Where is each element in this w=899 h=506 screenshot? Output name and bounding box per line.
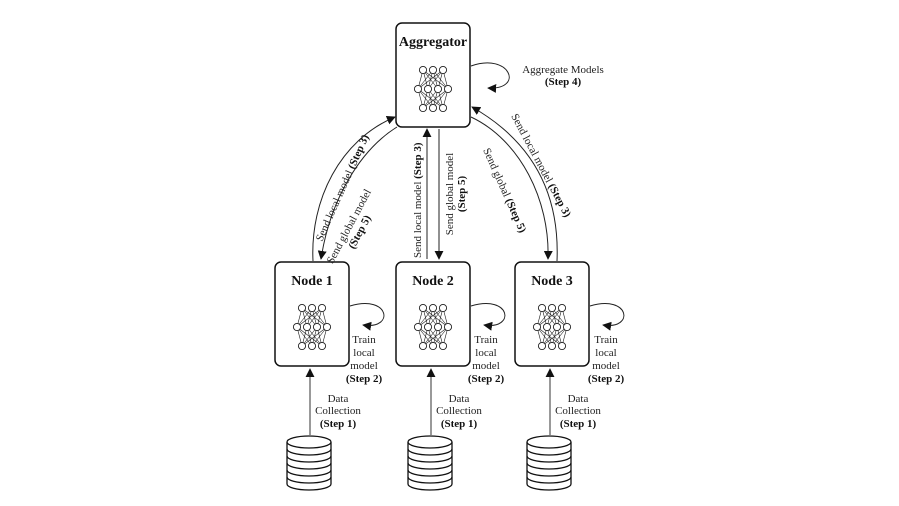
node-3-box: Node 3 [514,261,590,367]
svg-text:model: model [592,360,620,372]
train-label-3: Train local model (Step 2) [588,334,625,385]
svg-text:Train: Train [594,334,618,346]
svg-text:local: local [475,347,496,359]
node3-send-local-arrow [471,106,558,262]
train-loop-arrow-3 [589,303,625,331]
aggregator-box: Aggregator [395,22,471,128]
svg-text:model: model [472,360,500,372]
svg-text:(Step 5): (Step 5) [456,175,468,212]
data-label-1: Data Collection (Step 1) [315,393,361,430]
node-2-box: Node 2 [395,261,471,367]
node1-send-global-arrow [317,126,398,260]
svg-text:Collection: Collection [555,405,601,417]
node-3-title: Node 3 [531,274,573,289]
svg-text:Train: Train [352,334,376,346]
svg-text:Data: Data [328,393,349,405]
svg-text:local: local [595,347,616,359]
svg-text:Collection: Collection [436,405,482,417]
database-icon-1 [286,435,332,491]
svg-text:Send global model: Send global model [444,153,456,236]
node2-send-global-label: Send global model (Step 5) [444,153,468,236]
node3-send-global-label: Send global (Step 5) [480,146,528,235]
svg-text:(Step 2): (Step 2) [588,373,625,385]
database-icon-2 [407,435,453,491]
aggregate-step: (Step 4) [545,76,582,88]
svg-text:Train: Train [474,334,498,346]
svg-text:(Step 2): (Step 2) [346,373,383,385]
node3-send-global-arrow [470,116,553,260]
svg-text:(Step 2): (Step 2) [468,373,505,385]
node-1-title: Node 1 [291,274,333,289]
svg-text:model: model [350,360,378,372]
svg-text:local: local [353,347,374,359]
node1-send-local-arrow [312,115,396,262]
svg-text:(Step 1): (Step 1) [560,418,597,430]
train-label-1: Train local model (Step 2) [346,334,383,385]
svg-text:Data: Data [568,393,589,405]
node-1-box: Node 1 [274,261,350,367]
data-label-2: Data Collection (Step 1) [436,393,482,430]
svg-text:Collection: Collection [315,405,361,417]
database-icon-3 [526,435,572,491]
aggregator-title: Aggregator [399,35,467,50]
train-loop-arrow-1 [349,303,385,331]
aggregate-label: Aggregate Models [522,64,604,76]
data-label-3: Data Collection (Step 1) [555,393,601,430]
node2-send-local-label: Send local model (Step 3) [412,142,424,258]
svg-text:(Step 1): (Step 1) [441,418,478,430]
aggregate-loop-arrow [470,62,510,93]
node-2-title: Node 2 [412,274,454,289]
train-loop-arrow-2 [470,303,506,331]
svg-text:(Step 1): (Step 1) [320,418,357,430]
train-label-2: Train local model (Step 2) [468,334,505,385]
svg-text:Data: Data [449,393,470,405]
